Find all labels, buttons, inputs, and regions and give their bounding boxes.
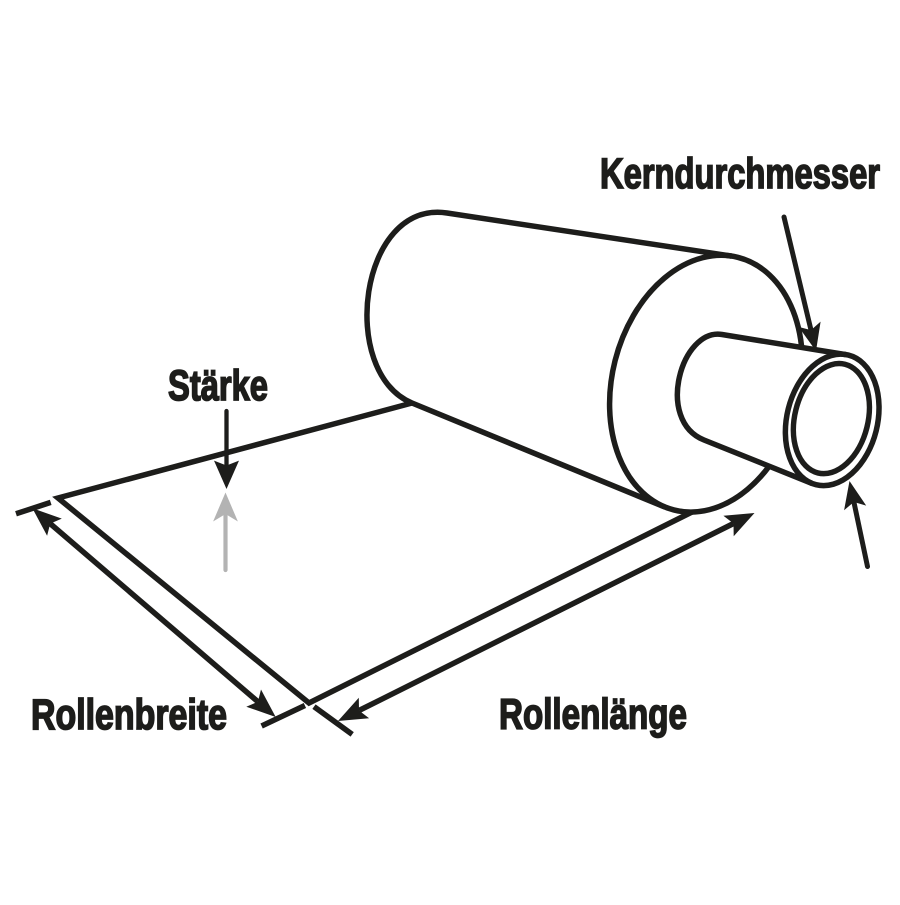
svg-text:Kerndurchmesser: Kerndurchmesser [600,151,880,198]
svg-text:Stärke: Stärke [168,363,268,410]
svg-text:Rollenlänge: Rollenlänge [499,692,687,739]
svg-text:Rollenbreite: Rollenbreite [31,692,227,739]
